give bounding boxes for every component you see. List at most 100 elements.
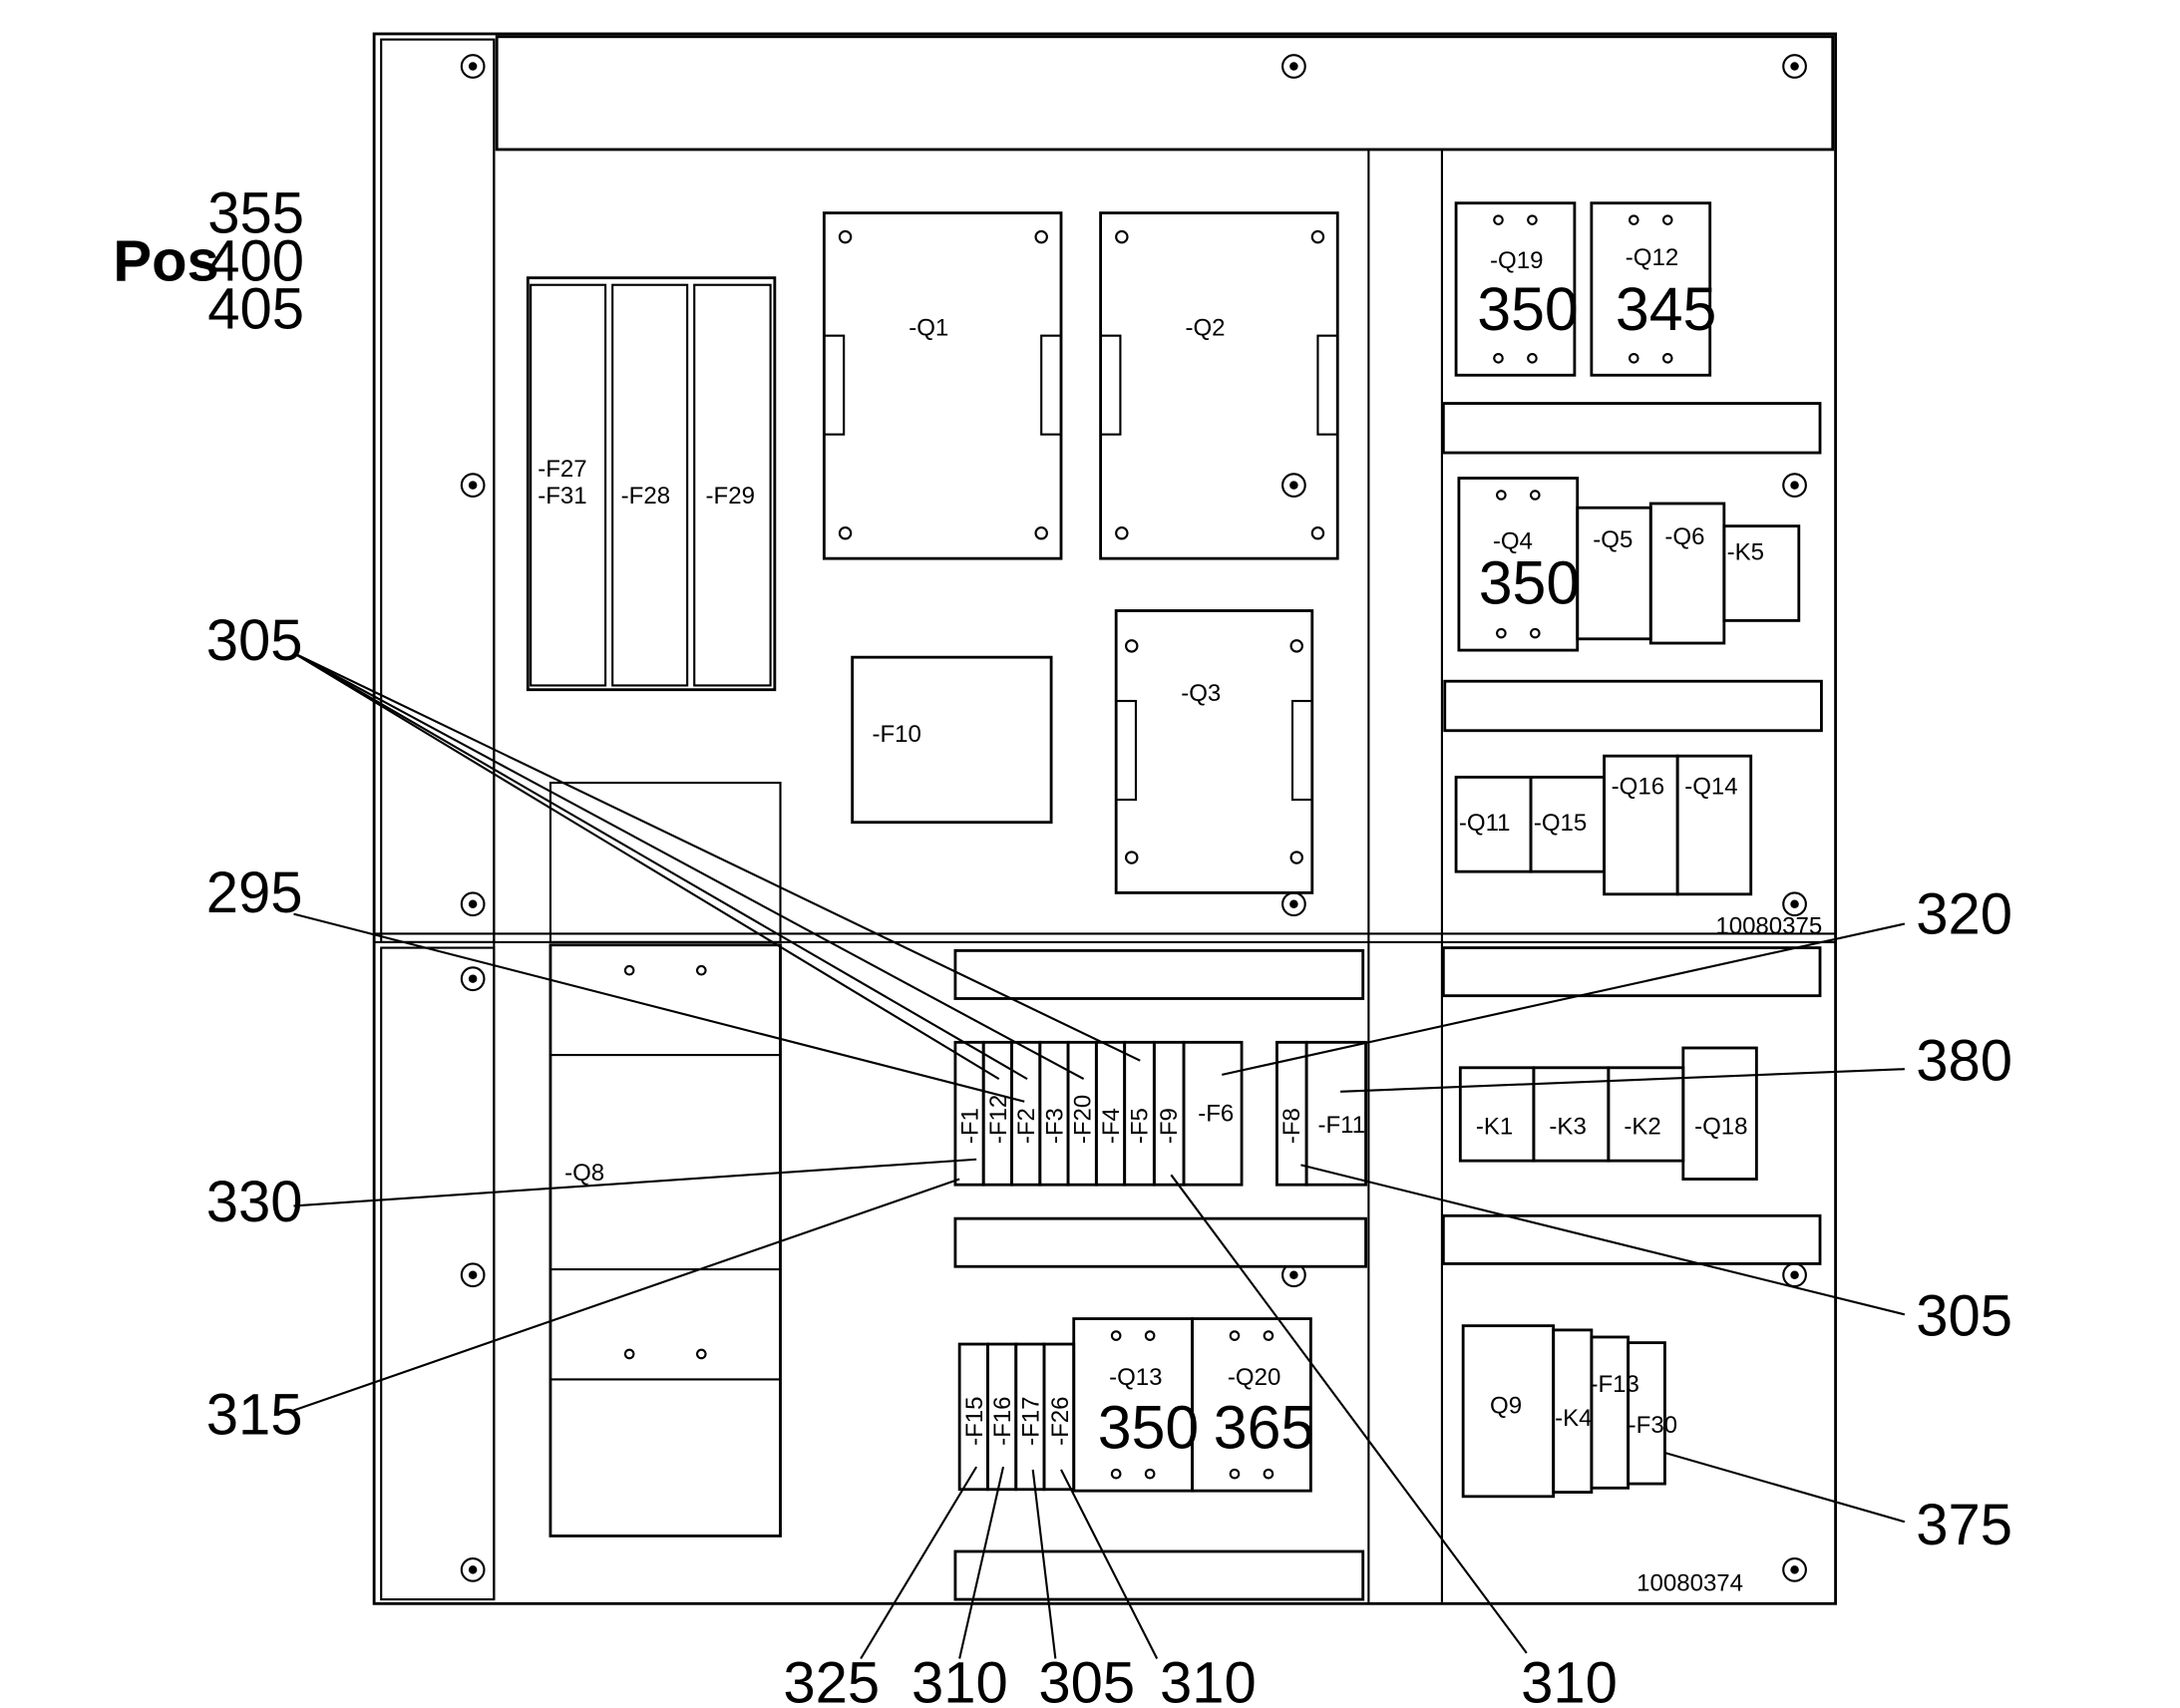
q18-label: -Q18: [1694, 1113, 1747, 1140]
f11-label: -F11: [1317, 1112, 1365, 1139]
callout-375: 375: [1916, 1494, 2012, 1557]
fuse-strip-f1-f9: -F1 -F12 -F2 -F3 -F20 -F4 -F5 -F9 -F6: [953, 1040, 1244, 1187]
f9-label: -F9: [1156, 1108, 1183, 1144]
callout-numbers: 305 295 330 315 320 380 305 375 310 325 …: [206, 609, 2012, 1708]
q15-label: -Q15: [1534, 810, 1587, 837]
f12-label: -F12: [985, 1095, 1012, 1144]
f16-label: -F16: [989, 1396, 1016, 1445]
screw: [460, 1262, 486, 1288]
q19-label: -Q19: [1490, 247, 1543, 274]
screw: [460, 1556, 486, 1582]
component-group-q9-f30: Q9 -K4 -F13 -F30: [1461, 1324, 1677, 1499]
f20-label: -F20: [1070, 1095, 1097, 1144]
f27-label: -F27: [538, 456, 586, 483]
q11-label: -Q11: [1459, 810, 1511, 837]
callout-310-b: 310: [1160, 1651, 1257, 1708]
f2-label: -F2: [1013, 1108, 1040, 1144]
screw: [1782, 54, 1807, 79]
k1-label: -K1: [1476, 1113, 1513, 1140]
component-group-q4-k5: -Q4 350 -Q5 -Q6 -K5: [1457, 477, 1801, 652]
mounting-rails: [953, 402, 1823, 1601]
q12-number: 345: [1616, 275, 1716, 343]
pos-number-405: 405: [207, 278, 304, 342]
panel-frame: [372, 32, 1837, 1605]
q13-label: -Q13: [1109, 1364, 1162, 1391]
f30-label: -F30: [1629, 1412, 1677, 1439]
q12-label: -Q12: [1626, 244, 1678, 271]
screw: [1281, 473, 1306, 498]
q20-number: 365: [1214, 1394, 1314, 1462]
drawing-number-lower: 10080374: [1636, 1570, 1743, 1597]
callout-295: 295: [206, 861, 303, 925]
f4-label: -F4: [1098, 1108, 1125, 1144]
f31-label: -F31: [538, 483, 586, 510]
f8-label: -F8: [1278, 1108, 1305, 1144]
position-block: Pos 355 400 405: [113, 181, 304, 341]
component-q19: -Q19 350: [1454, 201, 1579, 377]
callout-305-bottom: 305: [1038, 1651, 1135, 1708]
callout-310-a: 310: [911, 1651, 1008, 1708]
pos-label: Pos: [113, 229, 218, 293]
fuse-f8-f11: -F8 -F11: [1275, 1040, 1367, 1187]
callout-305-right: 305: [1916, 1285, 2012, 1349]
component-q3: -Q3: [1114, 609, 1314, 894]
screw: [1782, 891, 1807, 917]
pos-number-355: 355: [207, 181, 304, 245]
f3-label: -F3: [1041, 1108, 1068, 1144]
callout-305-left: 305: [206, 609, 303, 673]
callout-330: 330: [206, 1171, 303, 1234]
f29-label: -F29: [706, 483, 755, 510]
component-group-q11-q14: -Q11 -Q15 -Q16 -Q14: [1454, 754, 1753, 896]
screw: [1782, 1262, 1807, 1288]
f5-label: -F5: [1126, 1108, 1153, 1144]
component-q1: -Q1: [822, 211, 1063, 560]
pos-number-400: 400: [207, 229, 304, 293]
q8-label: -Q8: [564, 1160, 604, 1187]
fuse-bank-f27-f29: -F27 -F31 -F28 -F29: [526, 276, 777, 692]
screw: [1782, 473, 1807, 498]
screw: [1281, 891, 1306, 917]
k4-label: -K4: [1555, 1405, 1592, 1432]
f1-label: -F1: [957, 1108, 984, 1144]
component-f10: -F10: [851, 655, 1053, 825]
q6-label: -Q6: [1664, 523, 1704, 550]
screw: [460, 891, 486, 917]
f28-label: -F28: [621, 483, 670, 510]
f6-label: -F6: [1198, 1101, 1234, 1128]
q4-number: 350: [1479, 548, 1580, 616]
q3-label: -Q3: [1181, 680, 1221, 707]
q4-label: -Q4: [1493, 527, 1533, 554]
callout-310-right: 310: [1521, 1651, 1618, 1708]
callout-325: 325: [783, 1651, 880, 1708]
q9-label: Q9: [1490, 1392, 1522, 1419]
screw: [1281, 54, 1306, 79]
callout-320: 320: [1916, 882, 2012, 946]
k3-label: -K3: [1549, 1113, 1586, 1140]
q14-label: -Q14: [1684, 773, 1737, 800]
component-q2: -Q2: [1099, 211, 1339, 560]
screw: [1782, 1556, 1807, 1582]
component-group-k1-q18: -K1 -K3 -K2 -Q18: [1458, 1046, 1758, 1181]
q16-label: -Q16: [1612, 773, 1664, 800]
f26-label: -F26: [1047, 1396, 1074, 1445]
fuse-strip-f15-q20: -F15 -F16 -F17 -F26 -Q13 350 -Q20 365: [957, 1317, 1314, 1493]
screw: [460, 966, 486, 992]
f17-label: -F17: [1017, 1396, 1044, 1445]
f10-label: -F10: [872, 721, 920, 748]
screw: [460, 54, 486, 79]
component-q12: -Q12 345: [1590, 201, 1716, 377]
callout-315: 315: [206, 1384, 303, 1448]
leader-lines: [292, 651, 1906, 1660]
q13-number: 350: [1098, 1394, 1199, 1462]
f13-label: -F13: [1590, 1371, 1638, 1398]
q1-label: -Q1: [908, 315, 948, 342]
screw: [460, 473, 486, 498]
k5-label: -K5: [1727, 539, 1764, 566]
drawing-number-upper: 10080375: [1715, 912, 1822, 939]
f15-label: -F15: [961, 1396, 988, 1445]
q2-label: -Q2: [1185, 315, 1225, 342]
k2-label: -K2: [1624, 1113, 1660, 1140]
q19-number: 350: [1477, 275, 1578, 343]
q20-label: -Q20: [1228, 1364, 1280, 1391]
